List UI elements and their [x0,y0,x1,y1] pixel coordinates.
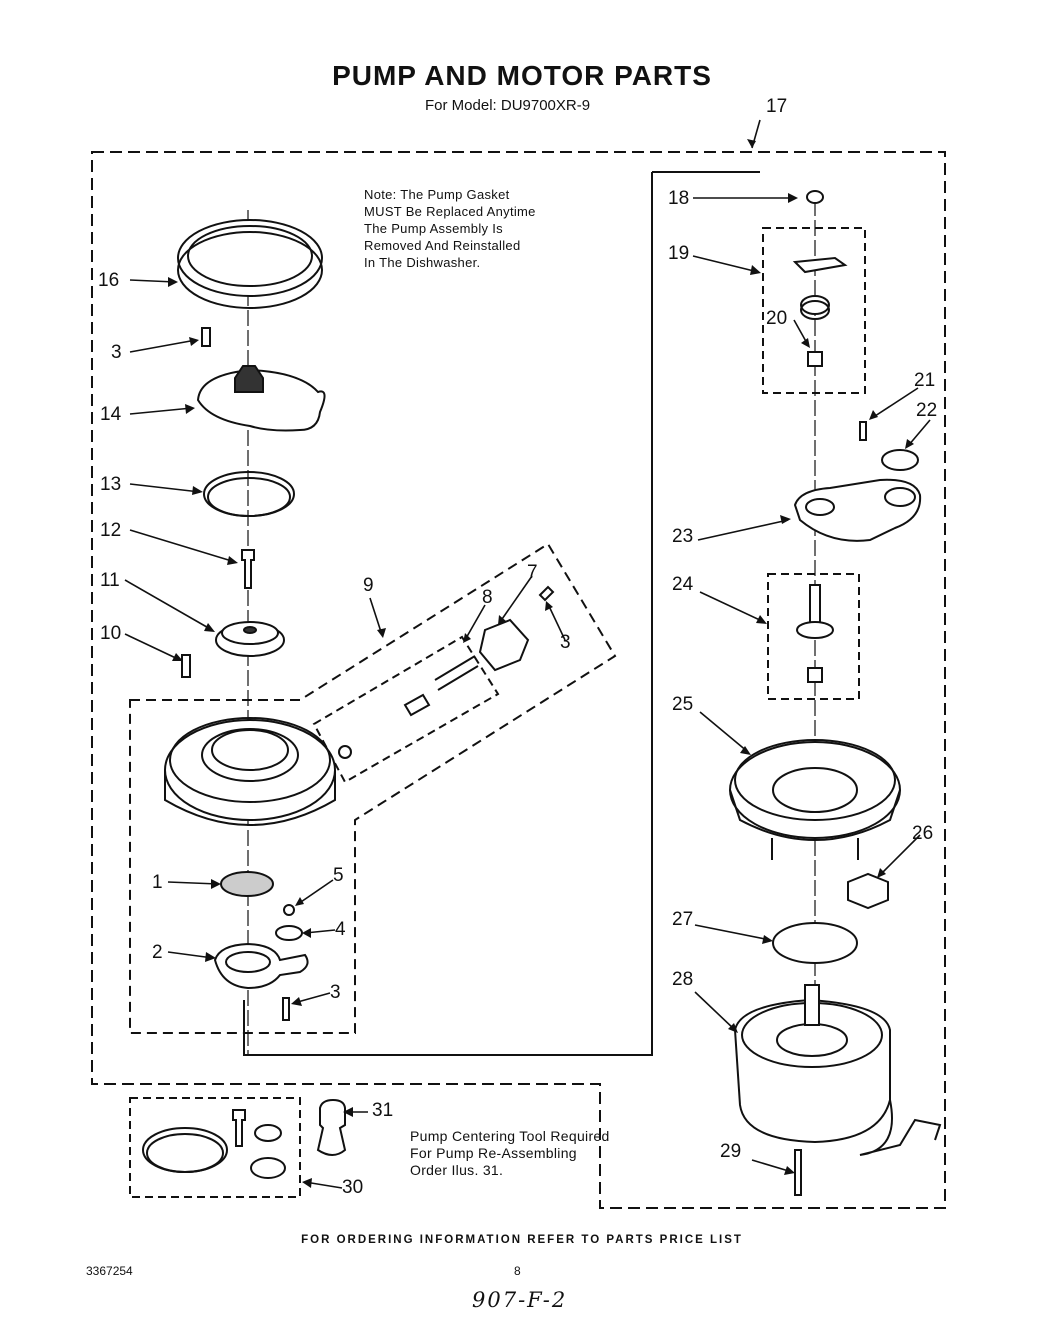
motor-housing-part-25 [729,739,901,860]
spring-part-20 [800,295,830,367]
ordering-footer: FOR ORDERING INFORMATION REFER TO PARTS … [301,1234,743,1246]
screw-part-3a [201,327,211,347]
valve-part-8 [338,655,479,759]
box-19 [762,227,866,394]
pump-gasket-note: Note: The Pump Gasket MUST Be Replaced A… [364,187,536,270]
shaft-part-24 [796,584,834,683]
screw-part-10 [181,654,191,678]
callout-14: 14 [100,404,122,425]
valve-dashed-frame [312,635,500,784]
callout-19: 19 [668,243,690,264]
box-24 [767,573,860,700]
page-title: PUMP AND MOTOR PARTS [332,60,712,91]
outer-dashed-frame [91,151,946,1209]
kit-gasket-small [254,1124,282,1142]
screw-part-3c [282,997,290,1021]
callout-5: 5 [333,865,344,886]
clip-part-19 [792,256,848,274]
pump-cover-part-14 [196,365,326,432]
valve-housing-part-7 [478,618,530,672]
callout-4: 4 [335,919,346,940]
callout-30: 30 [342,1177,364,1198]
pump-centering-tool-part-31 [316,1098,347,1156]
motor-mount-plate-part-23 [793,478,922,542]
document-number: 3367254 [86,1264,133,1278]
callout-11: 11 [100,570,120,591]
callout-22: 22 [916,400,938,421]
callout-3: 3 [111,342,122,363]
adapter-part-2 [213,942,309,990]
callout-1: 1 [152,872,163,893]
model-subtitle: For Model: DU9700XR-9 [425,97,591,114]
bolt-part-29 [794,1149,802,1196]
o-ring-part-13 [203,471,295,517]
callout-2: 2 [152,942,163,963]
callout-23: 23 [672,526,694,547]
screw-part-21 [859,421,867,441]
callout-10: 10 [100,623,122,644]
impeller-part-11 [215,621,285,657]
bolt-part-12 [241,549,255,589]
motor-assembly-bracket [243,171,760,1056]
callout-26: 26 [912,823,934,844]
callout-8: 8 [482,587,493,608]
page-number: 8 [514,1264,521,1278]
pump-assembly-dashed-frame [129,542,617,1034]
callout-12: 12 [100,520,122,541]
callout-9: 9 [363,575,374,596]
pump-gasket-part-16 [177,219,323,309]
filter-disc-part-1 [220,871,274,897]
callout-21: 21 [914,370,936,391]
gasket-part-22 [881,449,919,471]
centering-tool-note: Pump Centering Tool Required For Pump Re… [410,1128,610,1178]
callout-20: 20 [766,308,788,329]
disc-part-27 [772,922,858,964]
arrowheads [168,139,914,1188]
callout-25: 25 [672,694,694,715]
callout-27: 27 [672,909,694,930]
kit-gasket-large [250,1157,286,1179]
callout-24: 24 [672,574,694,595]
callout-3-valve: 3 [560,632,571,653]
terminal-block-part-26 [847,872,889,910]
callout-13: 13 [100,474,122,495]
pump-housing [164,717,336,826]
callout-18: 18 [668,188,690,209]
callout-17: 17 [766,96,788,117]
leader-lines [124,119,931,1189]
kit-bolt [232,1109,246,1147]
gasket-part-4 [275,925,303,941]
callout-3-bottom: 3 [330,982,341,1003]
callout-7: 7 [527,562,538,583]
callout-29: 29 [720,1141,742,1162]
callout-28: 28 [672,969,694,990]
ball-part-5 [283,904,295,916]
bearing-part-18 [806,190,824,204]
handwritten-code: 907-F-2 [472,1288,568,1312]
callout-16: 16 [98,270,120,291]
callout-31: 31 [372,1100,394,1121]
box-30 [129,1097,301,1198]
motor-part-28 [733,984,942,1156]
kit-ring-part-30 [142,1127,228,1173]
screw-part-3b [538,585,555,602]
